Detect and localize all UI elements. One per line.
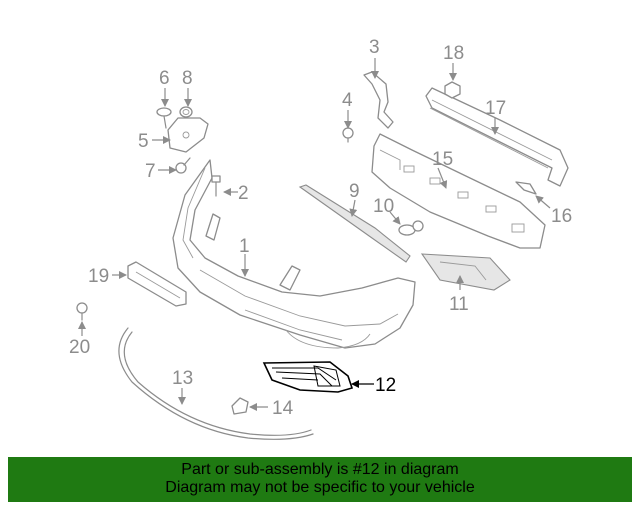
callout-3: 3 bbox=[369, 37, 380, 58]
screw-part-7 bbox=[175, 157, 191, 174]
screw-part-2 bbox=[211, 175, 221, 197]
info-banner: Part or sub-assembly is #12 in diagram D… bbox=[8, 457, 632, 502]
callout-16: 16 bbox=[551, 206, 572, 227]
lip-strip-part-13 bbox=[118, 327, 314, 440]
callout-14: 14 bbox=[272, 398, 294, 419]
banner-line-2: Diagram may not be specific to your vehi… bbox=[165, 479, 475, 496]
callout-2: 2 bbox=[238, 183, 249, 204]
callout-7: 7 bbox=[145, 161, 156, 182]
callout-6: 6 bbox=[159, 68, 170, 89]
callout-4: 4 bbox=[342, 90, 353, 111]
absorber-part-15 bbox=[371, 133, 546, 249]
callout-13: 13 bbox=[172, 368, 193, 389]
bolt-part-10 bbox=[398, 220, 424, 236]
clip-part-14 bbox=[231, 397, 249, 415]
banner-line-1: Part or sub-assembly is #12 in diagram bbox=[181, 461, 459, 478]
callout-5: 5 bbox=[138, 131, 149, 152]
bolt-part-4 bbox=[342, 127, 354, 143]
callout-19: 19 bbox=[88, 266, 109, 287]
pad-part-16 bbox=[515, 181, 537, 195]
callout-11: 11 bbox=[449, 294, 469, 315]
callout-leaders bbox=[78, 58, 551, 411]
nut-part-18 bbox=[444, 81, 461, 99]
screw-part-6 bbox=[156, 107, 172, 129]
bracket-part-3 bbox=[363, 71, 394, 129]
grille-part-11 bbox=[420, 253, 511, 291]
callout-1: 1 bbox=[239, 236, 250, 257]
screw-part-20 bbox=[76, 302, 88, 321]
callout-17: 17 bbox=[485, 98, 506, 119]
callout-numbers: 1 2 3 4 5 6 7 8 9 10 11 12 13 14 15 16 1… bbox=[69, 37, 572, 419]
callout-10: 10 bbox=[373, 196, 394, 217]
callout-18: 18 bbox=[443, 43, 464, 64]
license-bracket-part-19 bbox=[127, 261, 187, 307]
upper-grille-part-9 bbox=[298, 184, 411, 263]
bumper-cover-part bbox=[172, 159, 416, 349]
nut-part-8 bbox=[179, 106, 193, 118]
callout-20: 20 bbox=[69, 337, 90, 358]
callout-12-highlighted: 12 bbox=[375, 375, 396, 396]
lower-grille-part-12 bbox=[262, 361, 354, 393]
bracket-part-5 bbox=[167, 117, 209, 153]
callout-9: 9 bbox=[349, 181, 360, 202]
callout-8: 8 bbox=[182, 68, 193, 89]
callout-15: 15 bbox=[432, 149, 453, 170]
